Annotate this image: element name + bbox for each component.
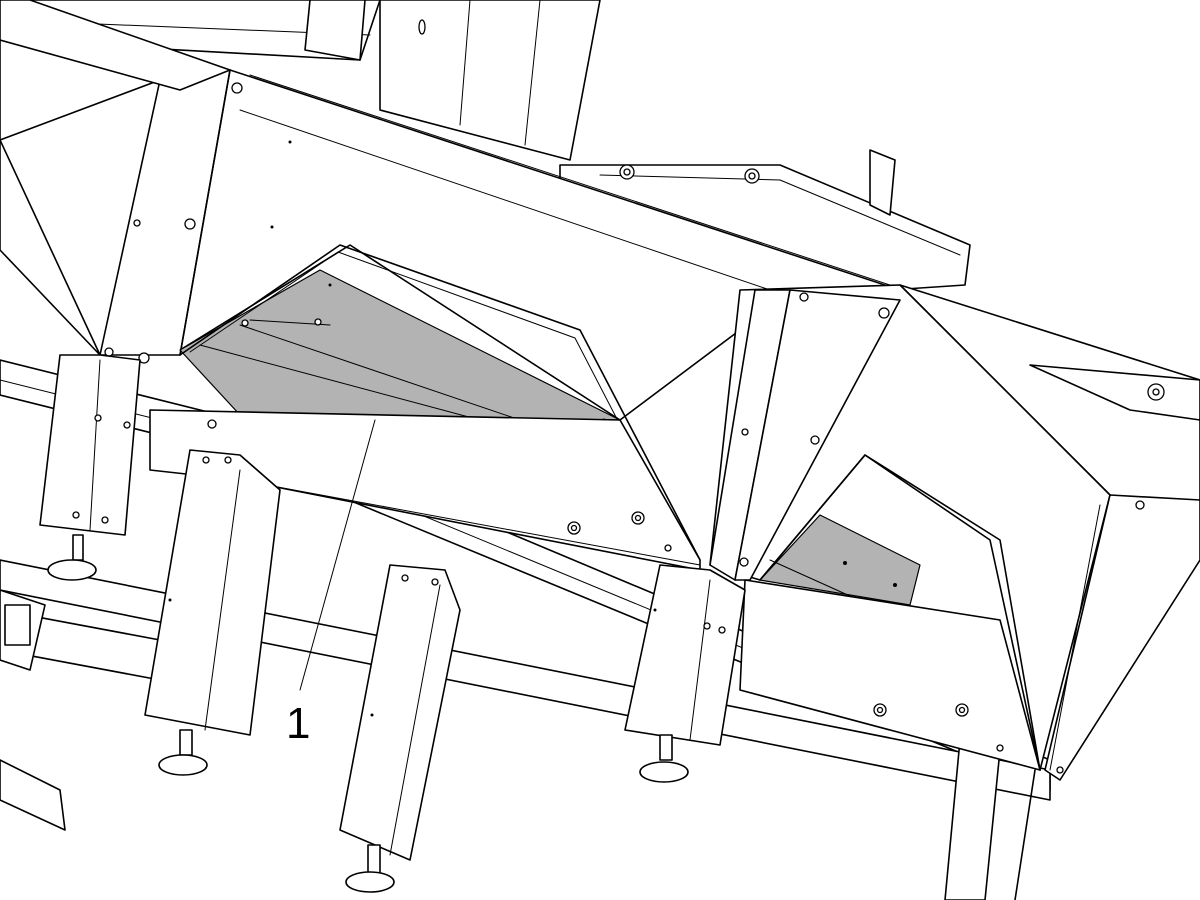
leg-4	[624, 564, 746, 783]
leg-2	[144, 449, 281, 776]
main-hopper	[0, 0, 901, 421]
callout-label: 1	[286, 699, 310, 748]
leg-3	[339, 564, 461, 893]
leg-1	[39, 354, 141, 581]
second-hopper	[709, 284, 1200, 781]
second-front-rail	[739, 579, 1041, 771]
callout-leader-line	[299, 419, 376, 691]
right-tray-frame	[559, 149, 1200, 521]
callout-1: 1	[286, 419, 376, 748]
left-bracket	[0, 589, 66, 831]
inner-panel-1	[179, 269, 621, 422]
